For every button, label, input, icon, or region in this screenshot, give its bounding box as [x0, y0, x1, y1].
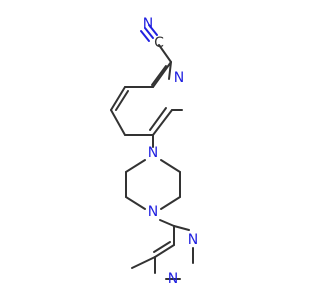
bond-pip-c5-n4 — [160, 196, 181, 210]
nitrile-c-label: C — [154, 35, 164, 51]
bond-py-c2-c3-inner — [151, 65, 167, 86]
pyrimidine-n3-label: N — [188, 232, 198, 248]
molecule-structure: N C N N N N N — [110, 16, 198, 287]
piperazine-ring — [125, 159, 181, 210]
bond-py-c4-c5-inner — [115, 90, 129, 111]
bond-pip-n1-c6 — [160, 159, 181, 173]
bond-pym-c4-n3 — [173, 225, 190, 231]
pyrimidine-n1-label: N — [168, 271, 178, 287]
piperazine-n4-label: N — [148, 204, 158, 220]
bond-py-c1-c2 — [152, 109, 173, 136]
pyridine-ring — [110, 61, 183, 136]
bond-py-c5-c6 — [110, 109, 126, 136]
bond-py-c2-n1 — [168, 61, 172, 80]
bond-pym-c5-c6-inner — [153, 241, 171, 253]
bond-pym-c5-c6 — [154, 244, 175, 258]
bond-nitrile-c-ring — [158, 44, 172, 63]
bond-nitrile-triple-2 — [140, 30, 150, 42]
pyridine-n-label: N — [174, 70, 184, 86]
bond-piperazine-pyrimidine — [159, 219, 175, 227]
bond-py-c2-c3 — [152, 61, 172, 88]
bond-nitrile-triple-3 — [148, 24, 158, 36]
bond-py-c1-c2-inner — [149, 107, 167, 131]
pyrimidine-ring — [153, 225, 194, 280]
bond-nitrile-triple-1 — [144, 27, 154, 39]
nitrile-n-label: N — [143, 16, 153, 32]
bond-pip-n1-c2 — [125, 159, 146, 173]
bond-methyl — [131, 256, 156, 269]
bond-pip-c3-n4 — [125, 196, 146, 210]
nitrile-group — [140, 24, 172, 63]
piperazine-n1-label: N — [148, 145, 158, 161]
bond-py-c4-c5 — [110, 86, 126, 111]
